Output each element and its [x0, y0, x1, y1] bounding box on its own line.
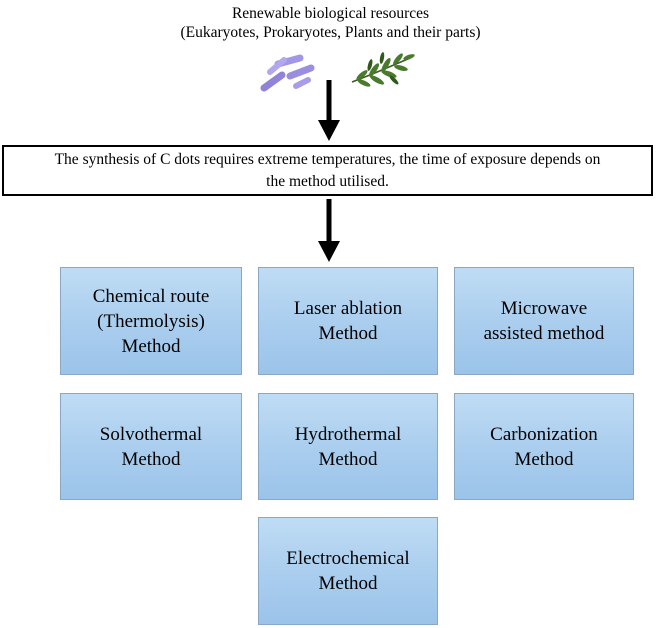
method-label: Laser ablation: [293, 298, 403, 319]
method-chemical-route-box: Chemical route (Thermolysis) Method: [60, 267, 242, 375]
method-label: Microwave: [500, 298, 588, 319]
method-label: Hydrothermal: [294, 423, 402, 445]
method-solvothermal-box: Solvothermal Method: [60, 393, 242, 500]
method-label: Chemical route: [92, 285, 210, 307]
method-label: assisted method: [483, 323, 605, 344]
statement-line-2: the method utilised.: [266, 173, 389, 190]
method-hydrothermal-box: Hydrothermal Method: [258, 393, 438, 500]
method-label: Method: [121, 335, 181, 357]
bacteria-icon: [260, 54, 315, 92]
synthesis-statement-box: The synthesis of C dots requires extreme…: [2, 145, 653, 196]
down-arrow-icon: [318, 199, 340, 262]
statement-line-1: The synthesis of C dots requires extreme…: [54, 151, 601, 168]
method-label: Electrochemical: [286, 548, 410, 569]
method-label: Method: [121, 448, 181, 470]
method-label: (Thermolysis): [97, 310, 205, 332]
method-label: Carbonization: [490, 423, 598, 445]
source-title: Renewable biological resources: [231, 5, 430, 22]
method-label: Solvothermal: [99, 423, 203, 445]
method-laser-ablation-box: Laser ablation Method: [258, 267, 438, 375]
method-label: Method: [318, 323, 378, 344]
method-label: Method: [318, 448, 378, 470]
plant-leaf-icon: [351, 52, 415, 87]
method-microwave-assisted-box: Microwave assisted method: [454, 267, 634, 375]
source-header: Renewable biological resources (Eukaryot…: [0, 4, 661, 42]
method-electrochemical-box: Electrochemical Method: [258, 517, 438, 625]
source-subtitle: (Eukaryotes, Prokaryotes, Plants and the…: [180, 24, 481, 41]
method-label: Method: [514, 448, 574, 470]
method-carbonization-box: Carbonization Method: [454, 393, 634, 500]
down-arrow-icon: [318, 80, 340, 141]
method-label: Method: [318, 573, 378, 594]
